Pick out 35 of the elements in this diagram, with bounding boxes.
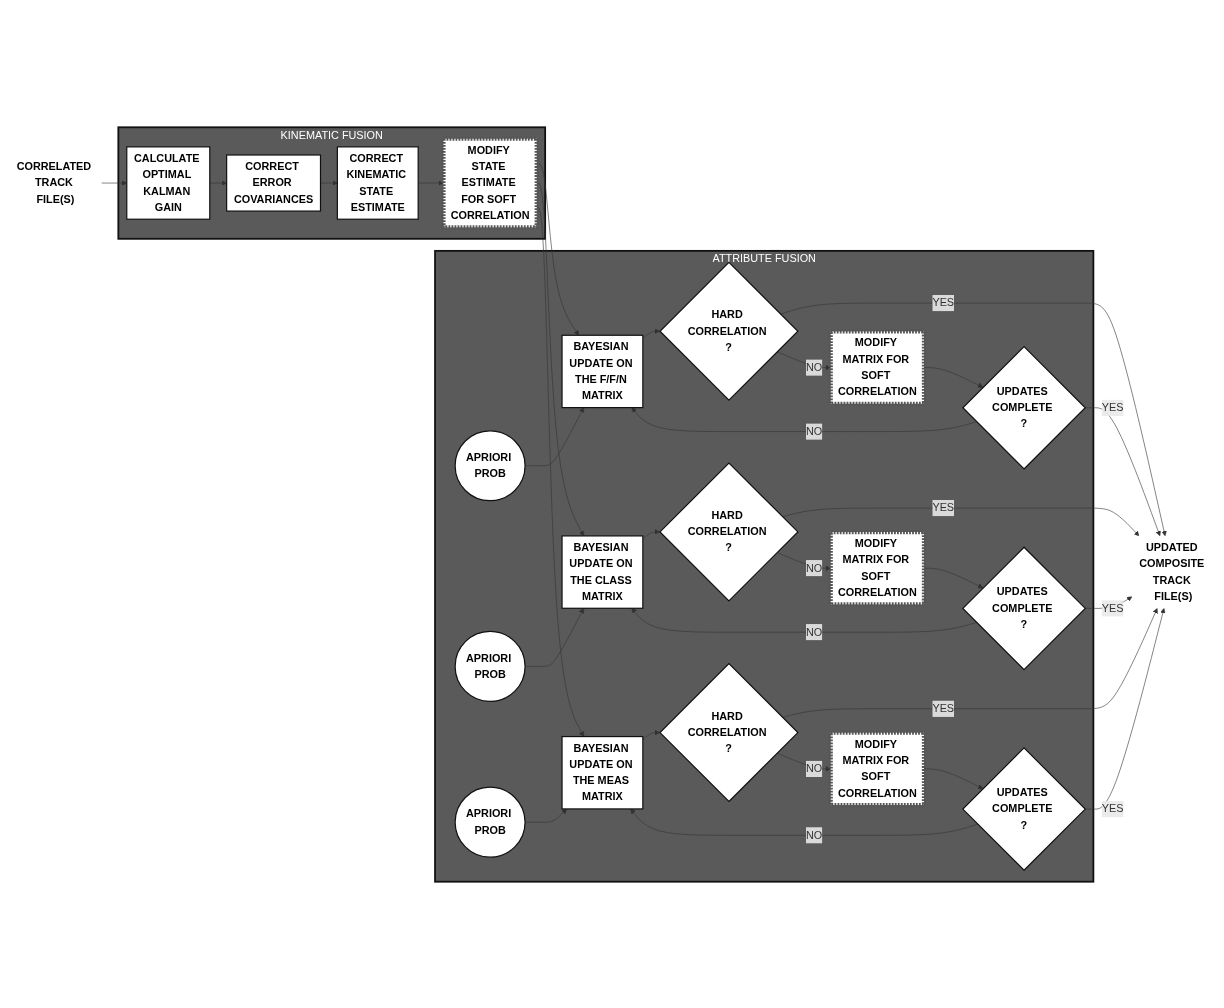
cluster	[117, 125, 547, 240]
node-box	[828, 730, 927, 807]
node-diamond	[659, 260, 799, 401]
node-diamond	[962, 345, 1087, 470]
node-diamond	[659, 461, 799, 602]
cluster	[434, 249, 1095, 883]
edge-label: NO	[806, 625, 823, 638]
node-box	[561, 735, 644, 810]
edge-label: NO	[806, 424, 823, 437]
node-box	[441, 136, 539, 229]
edge-label: YES	[1101, 601, 1124, 614]
edge-label: YES	[932, 296, 955, 309]
edge-label: NO	[806, 360, 823, 373]
edge-label: YES	[932, 701, 955, 714]
edge-label: NO	[806, 762, 823, 775]
node-box	[561, 334, 644, 408]
edge-label: YES	[1101, 400, 1124, 413]
node-circle	[454, 630, 526, 702]
node-diamond	[962, 746, 1087, 871]
edge-label: NO	[806, 828, 823, 841]
node-box	[126, 145, 211, 220]
node-circle	[454, 786, 526, 858]
node-box	[828, 529, 927, 606]
node-box	[828, 328, 927, 406]
node-circle	[454, 429, 526, 501]
node-box	[226, 153, 322, 212]
edge-label: YES	[1101, 802, 1124, 815]
node-box	[336, 145, 419, 220]
node-box	[561, 534, 644, 609]
node-diamond	[659, 662, 799, 802]
node-text: UPDATED COMPOSITE TRACK FILE(S)	[1139, 540, 1205, 602]
node-text: CORRELATED TRACK FILE(S)	[16, 159, 92, 205]
node-diamond	[962, 545, 1087, 670]
edge-label: NO	[806, 561, 823, 574]
edge-label: YES	[932, 501, 955, 514]
